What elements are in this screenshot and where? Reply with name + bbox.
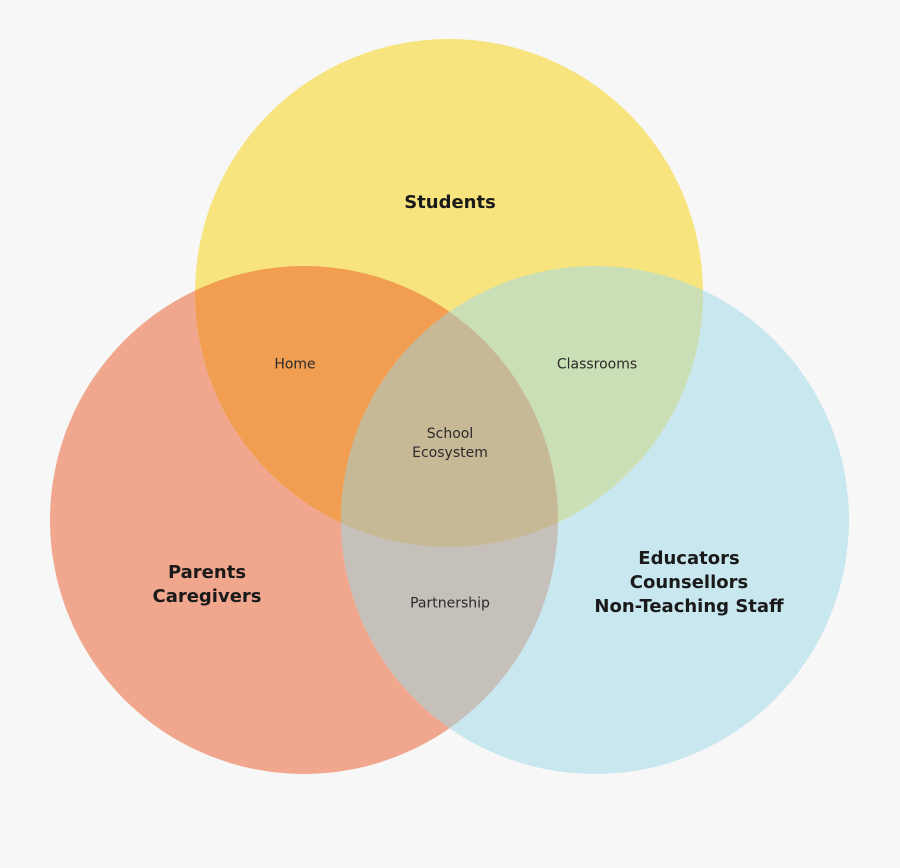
- partnership-label-text: Partnership: [410, 595, 490, 612]
- educators-label-line-3: Non-Teaching Staff: [594, 596, 784, 617]
- educators-label-line-1: Educators: [638, 548, 740, 569]
- students-label: Students: [404, 191, 496, 215]
- partnership-label: Partnership: [410, 595, 490, 614]
- home-label-text: Home: [274, 356, 316, 373]
- home-label: Home: [274, 356, 315, 375]
- educators-label-line-2: Counsellors: [629, 572, 749, 593]
- parents-label-line-1: Parents: [167, 562, 247, 583]
- classrooms-label: Classrooms: [557, 356, 637, 375]
- classrooms-label-text: Classrooms: [556, 356, 638, 373]
- school-ecosystem-label: School Ecosystem: [412, 425, 488, 463]
- students-label-text: Students: [404, 192, 496, 213]
- school-ecosystem-overlap: [341, 266, 558, 547]
- school-ecosystem-line-2: Ecosystem: [412, 445, 488, 461]
- parents-label: Parents Caregivers: [152, 561, 261, 609]
- school-ecosystem-line-1: School: [426, 426, 474, 442]
- parents-label-line-2: Caregivers: [152, 586, 262, 607]
- educators-label: Educators Counsellors Non-Teaching Staff: [594, 547, 783, 619]
